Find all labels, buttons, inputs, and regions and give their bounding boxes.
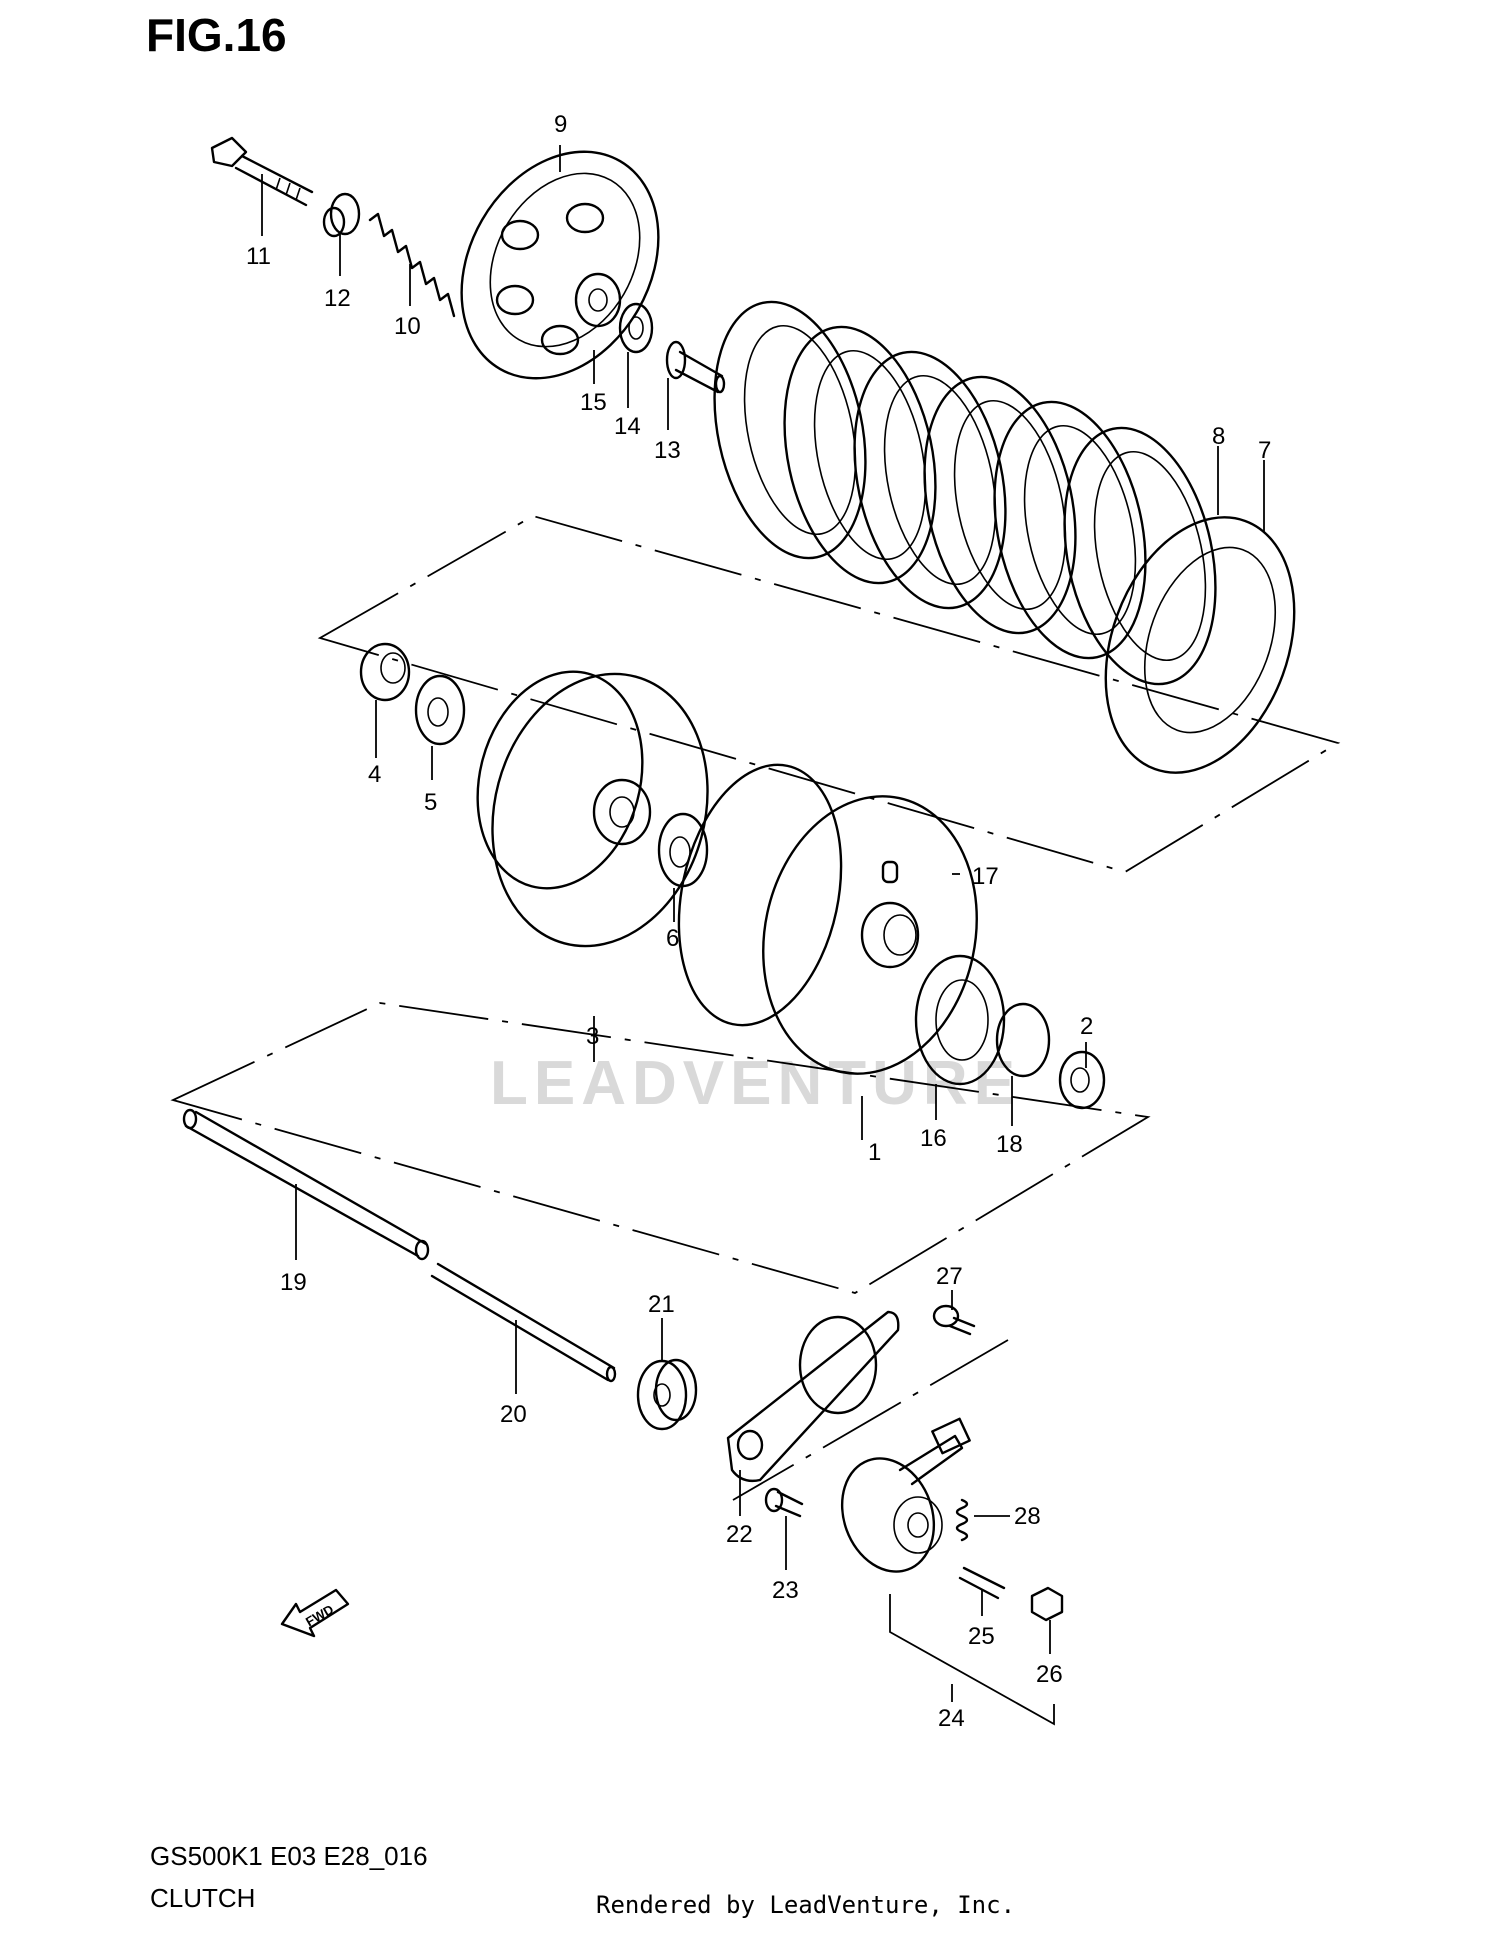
callout-label: 28 [1014, 1503, 1041, 1530]
callout-label: 20 [500, 1401, 527, 1428]
push-rod-part-20[interactable] [430, 1262, 617, 1383]
callout-label: 24 [938, 1705, 965, 1732]
spring-part-28[interactable] [955, 1498, 969, 1542]
lock-washer-part-5[interactable] [414, 674, 466, 746]
rendered-by-credit: Rendered by LeadVenture, Inc. [596, 1891, 1016, 1919]
circlip-part-18[interactable] [995, 1002, 1051, 1078]
callout-label: 10 [394, 313, 421, 340]
callout-label: 2 [1080, 1013, 1093, 1040]
figure-title: FIG.16 [146, 9, 287, 61]
callout-label: 14 [614, 413, 641, 440]
callout-label: 13 [654, 437, 681, 464]
gear-part-16[interactable] [914, 954, 1006, 1086]
bolt-part-11[interactable] [210, 136, 314, 207]
callout-label: 1 [868, 1139, 881, 1166]
forward-arrow-label: FWD [303, 1601, 336, 1629]
gasket-part-22[interactable] [726, 1310, 900, 1483]
hub-group-outline [170, 1002, 1151, 1294]
callout-label: 3 [586, 1023, 599, 1050]
callout-label: 19 [280, 1269, 307, 1296]
bolt-part-23[interactable] [764, 1487, 804, 1518]
clutch-housing-part-1[interactable] [656, 750, 1002, 1094]
callout-label: 9 [554, 111, 567, 138]
pressure-plate-part-9[interactable] [422, 116, 698, 414]
oil-seal-part-21[interactable] [636, 1358, 698, 1431]
callout-label: 22 [726, 1521, 753, 1548]
callout-label: 4 [368, 761, 381, 788]
bolt-part-27[interactable] [932, 1304, 976, 1336]
release-assembly-part-24[interactable] [827, 1417, 971, 1585]
push-rod-part-19[interactable] [182, 1108, 430, 1261]
cover-group-outline [732, 1339, 1009, 1501]
callout-label: 17 [972, 863, 999, 890]
forward-arrow-icon: FWD [280, 1588, 350, 1638]
callout-label: 16 [920, 1125, 947, 1152]
clutch-hub-part-3[interactable] [454, 650, 737, 971]
model-code: GS500K1 E03 E28_016 [150, 1841, 428, 1871]
callout-label: 21 [648, 1291, 675, 1318]
washer-part-12[interactable] [322, 192, 361, 238]
push-piece-part-13[interactable] [665, 340, 726, 394]
spring-part-10[interactable] [368, 212, 456, 318]
bracket-part-24 [889, 1594, 1055, 1726]
callout-label: 8 [1212, 423, 1225, 450]
bearing-part-14[interactable] [618, 302, 654, 354]
section-name: CLUTCH [150, 1883, 256, 1913]
leader-lines [261, 145, 1265, 1654]
callout-label: 11 [246, 243, 271, 270]
watermark: LEADVENTURE [490, 1049, 1021, 1118]
callout-label: 12 [324, 285, 351, 312]
callout-label: 26 [1036, 1661, 1063, 1688]
washer-part-2[interactable] [1058, 1050, 1106, 1110]
callout-label: 15 [580, 389, 607, 416]
clutch-plate-stack[interactable] [693, 288, 1328, 799]
washer-part-6[interactable] [657, 812, 709, 888]
callout-label: 6 [666, 925, 679, 952]
adjust-screw-part-25[interactable] [958, 1566, 1006, 1600]
callout-label: 27 [936, 1263, 963, 1290]
callout-label: 18 [996, 1131, 1023, 1158]
callout-labels: 1 2 3 4 5 6 7 8 9 10 11 12 13 14 15 16 1… [246, 111, 1271, 1732]
callout-label: 23 [772, 1577, 799, 1604]
callout-label: 5 [424, 789, 437, 816]
nut-part-4[interactable] [359, 642, 411, 702]
callout-label: 7 [1258, 437, 1271, 464]
nut-part-26[interactable] [1030, 1586, 1064, 1622]
callout-label: 25 [968, 1623, 995, 1650]
clutch-plate-group-outline [317, 515, 1341, 873]
